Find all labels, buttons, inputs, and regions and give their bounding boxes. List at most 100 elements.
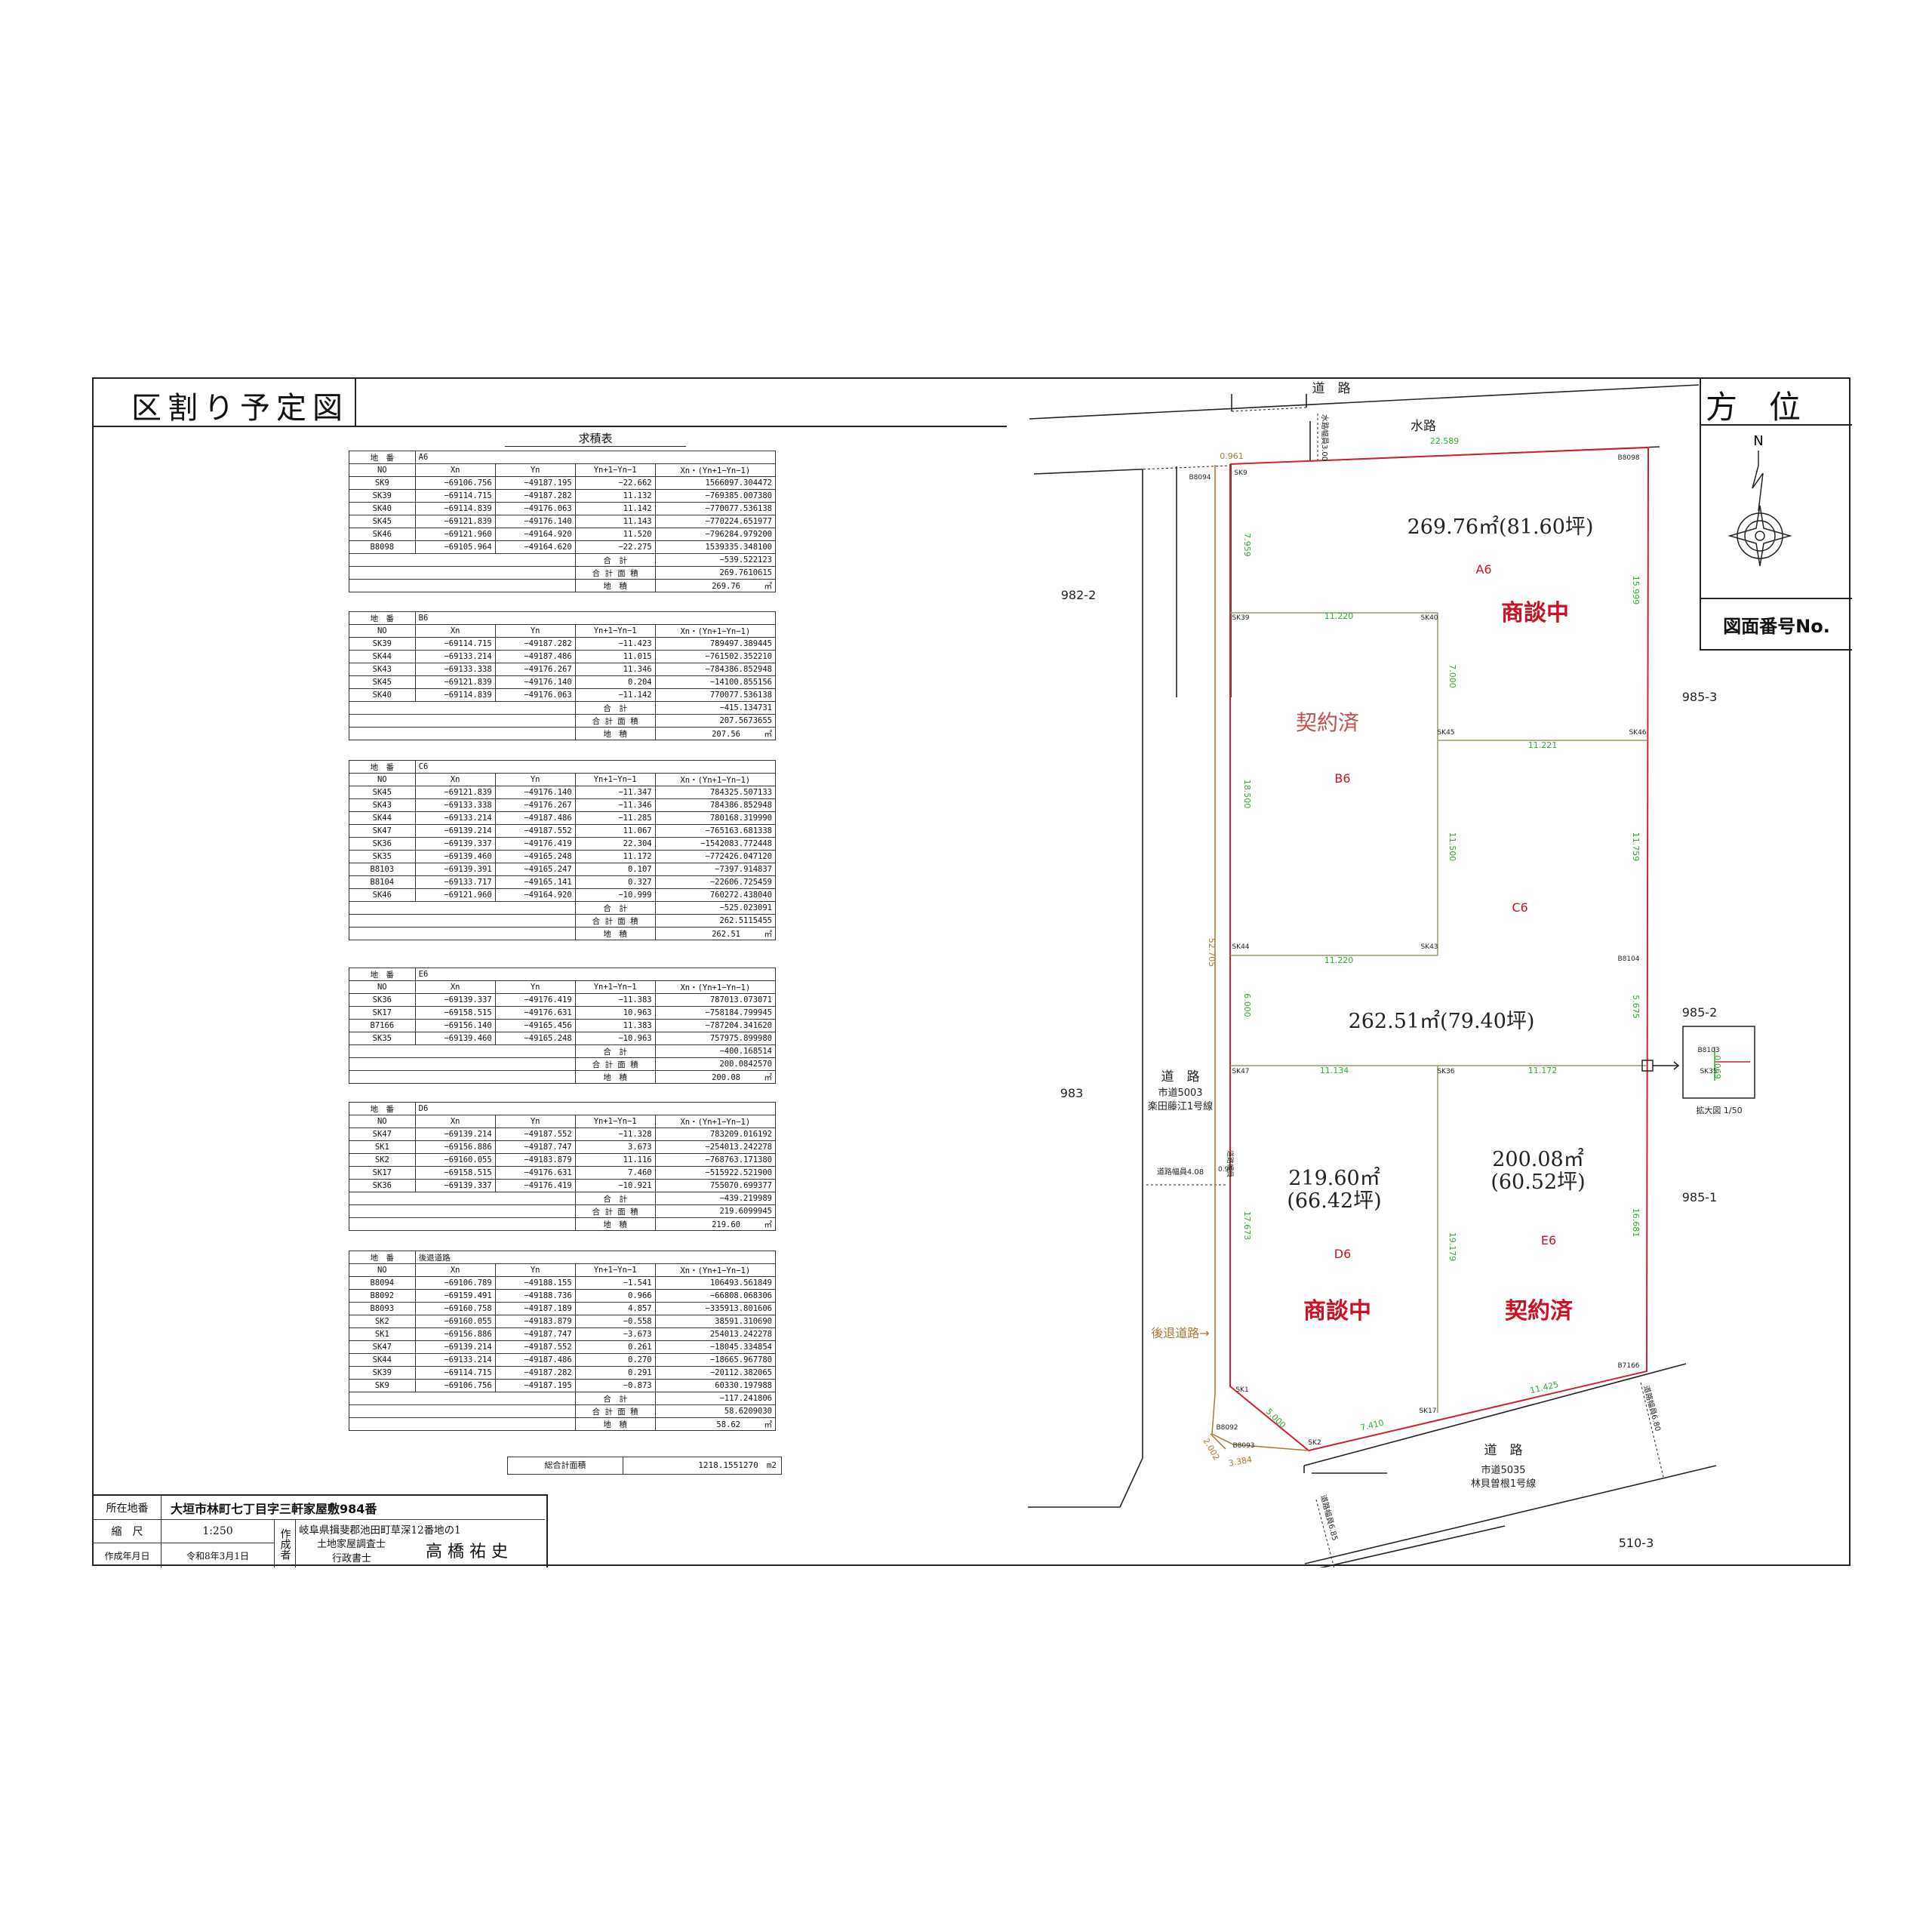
lot-boundary xyxy=(1229,446,1650,1452)
table-cell: −49187.282 xyxy=(494,637,576,651)
table-cell: −787204.341620 xyxy=(654,1019,777,1032)
table-cell: 11.346 xyxy=(574,663,656,676)
table-cell: −11.383 xyxy=(574,993,656,1007)
neighbor-parcel-label: 982-2 xyxy=(1061,588,1097,602)
survey-point-label: B7166 xyxy=(1617,1362,1639,1370)
table-cell: −49183.879 xyxy=(494,1315,576,1328)
table-cell: Yn+1−Yn−1 xyxy=(574,773,656,786)
lot-e6-area-tsubo: (60.52坪) xyxy=(1491,1171,1585,1194)
title-rule xyxy=(94,426,1007,427)
lot-c6-id: C6 xyxy=(1512,900,1527,915)
survey-point-label: SK9 xyxy=(1234,469,1247,477)
neighbor-parcel-label: 985-2 xyxy=(1682,1005,1718,1020)
table-cell: SK39 xyxy=(349,489,416,503)
table-cell: −770077.536138 xyxy=(654,502,777,515)
table-cell: −69156.886 xyxy=(414,1140,496,1154)
table-cell: −772426.047120 xyxy=(654,850,777,863)
table-cell: 207.56 ㎡ xyxy=(654,727,777,740)
lot-b6-id: B6 xyxy=(1334,771,1350,786)
city-road-west-name: 楽田藤江1号線 xyxy=(1148,1100,1213,1112)
city-road-south: 市道5035 xyxy=(1481,1464,1525,1476)
table-cell: NO xyxy=(349,980,416,994)
table-cell: −18665.967780 xyxy=(654,1353,777,1367)
table-cell: SK39 xyxy=(349,1366,416,1380)
setback-road-lines xyxy=(1210,465,1309,1451)
city-road-south-name: 林貝曽根1号線 xyxy=(1471,1478,1536,1490)
table-cell: −49165.248 xyxy=(494,850,576,863)
waterway-label: 水路 xyxy=(1411,419,1436,434)
road-width-south-1: 道路幅員6.85 xyxy=(1318,1494,1340,1542)
lot-e6-area: 200.08㎡ xyxy=(1492,1148,1583,1171)
table-cell: 22.304 xyxy=(574,837,656,851)
road-width-south-2: 道路幅員6.80 xyxy=(1641,1384,1663,1432)
dimension-label: 11.500 xyxy=(1447,832,1457,862)
table-cell: −765163.681338 xyxy=(654,824,777,838)
grand-total: 総合計面積 1218.1551270 m2 xyxy=(507,1457,782,1475)
lot-b6-status: 契約済 xyxy=(1296,710,1359,735)
inset-detail xyxy=(1641,1026,1755,1099)
lot-a6-status: 商談中 xyxy=(1501,600,1569,626)
table-cell: 0.204 xyxy=(574,675,656,689)
table-cell: 11.067 xyxy=(574,824,656,838)
table-cell: −49187.486 xyxy=(494,650,576,663)
table-cell: 1566097.304472 xyxy=(654,476,777,490)
table-cell: 780168.319990 xyxy=(654,811,777,825)
inset-caption: 拡大図 1/50 xyxy=(1696,1105,1742,1115)
table-row: 合 計−539.522123 xyxy=(349,553,777,567)
dimension-label: 3.384 xyxy=(1228,1454,1253,1468)
dimension-label: 2.002 xyxy=(1201,1436,1222,1462)
table-cell: 789497.389445 xyxy=(654,637,777,651)
dimension-label: 0.961 xyxy=(1220,451,1244,461)
table-cell: 地 積 xyxy=(574,1070,656,1084)
table-cell: 219.60 ㎡ xyxy=(654,1217,777,1231)
table-cell: −49187.195 xyxy=(494,1379,576,1392)
table-cell: 783209.016192 xyxy=(654,1128,777,1141)
setback-road-label: 後退道路→ xyxy=(1151,1326,1209,1340)
dimension-label: 7.959 xyxy=(1242,533,1252,557)
table-cell: −49176.063 xyxy=(494,688,576,702)
dimension-label: 52.705 xyxy=(1207,938,1217,968)
grand-total-label: 総合計面積 xyxy=(508,1457,623,1474)
table-cell: −784386.852948 xyxy=(654,663,777,676)
orientation-title-text: 方 位 xyxy=(1706,389,1801,426)
date-value: 令和8年3月1日 xyxy=(162,1543,275,1567)
orientation-box: 方 位 図面番号No. xyxy=(1700,379,1852,651)
table-cell: −69139.214 xyxy=(414,824,496,838)
road-width-west-3: 0.96 xyxy=(1218,1166,1233,1174)
lot-d6-id: D6 xyxy=(1334,1247,1352,1261)
grand-total-value: 1218.1551270 m2 xyxy=(698,1460,777,1470)
table-cell: SK1 xyxy=(349,1140,416,1154)
table-cell: Xn xyxy=(414,463,496,477)
survey-point-label: SK45 xyxy=(1437,729,1454,737)
drawing-number-label: 図面番号No. xyxy=(1701,598,1852,651)
table-cell: −770224.651977 xyxy=(654,515,777,528)
table-cell: −769385.007380 xyxy=(654,489,777,503)
dimension-label: 19.179 xyxy=(1447,1232,1457,1262)
survey-point-label: SK36 xyxy=(1437,1068,1454,1075)
survey-point-label: SK35 xyxy=(1700,1068,1717,1075)
lot-d6-status: 商談中 xyxy=(1303,1298,1371,1324)
scale-label: 縮 尺 xyxy=(94,1520,162,1543)
survey-point-label: SK2 xyxy=(1308,1439,1321,1447)
road-label-south: 道 路 xyxy=(1484,1443,1523,1458)
surrounding-lines xyxy=(1028,384,1717,1567)
neighbor-parcel-label: 985-1 xyxy=(1682,1190,1718,1204)
survey-point-label: SK40 xyxy=(1420,614,1438,622)
